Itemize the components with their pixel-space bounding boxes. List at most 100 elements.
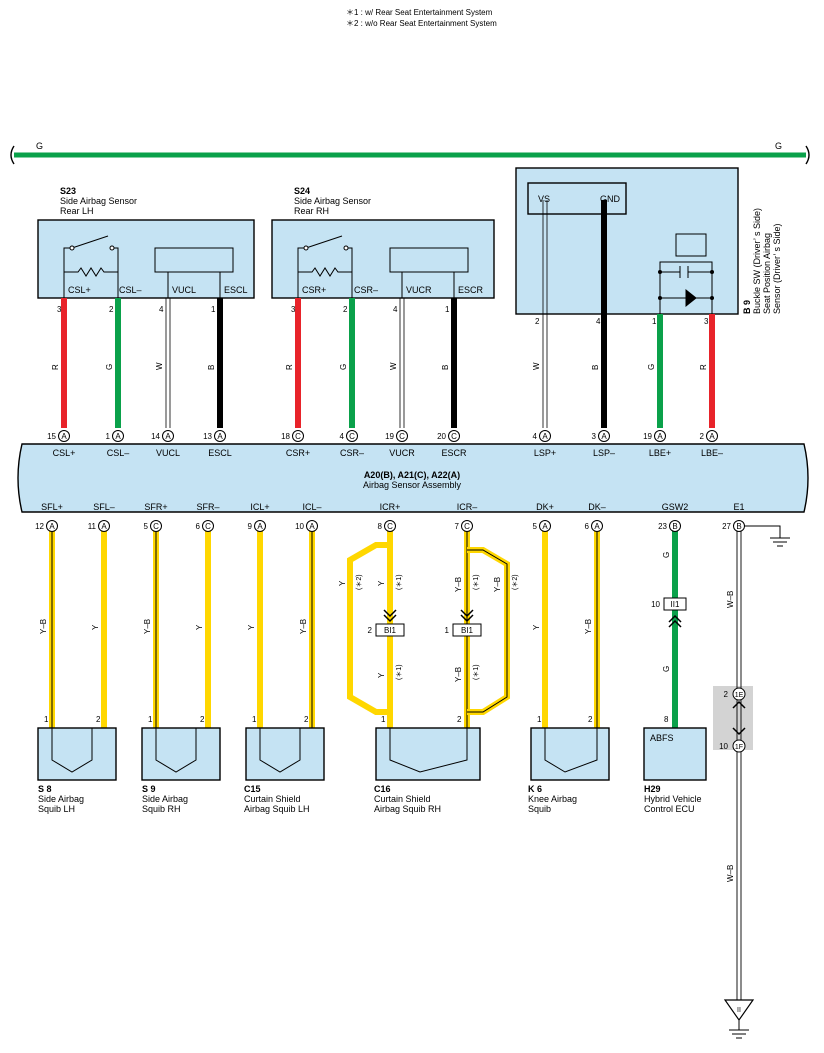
tl-3: VUCL	[156, 448, 180, 458]
wire-label-escl: B	[207, 365, 216, 370]
bi1-pin-left: 2	[368, 626, 373, 635]
h29-code: H29	[644, 784, 661, 794]
bn-12: 27	[722, 522, 731, 531]
wire-label-vucr: W	[389, 362, 398, 370]
wire-label-vucl: W	[155, 362, 164, 370]
c16-code: C16	[374, 784, 391, 794]
wl-sfr-minus: Y	[195, 624, 204, 630]
tc-3: A	[165, 432, 171, 441]
wl-icr-minus: Y–B	[454, 577, 463, 592]
tn-4: 13	[203, 432, 212, 441]
h29-name2: Control ECU	[644, 804, 695, 814]
bc-5: A	[257, 522, 263, 531]
wl-dk-plus: Y	[532, 624, 541, 630]
s8-name1: Side Airbag	[38, 794, 84, 804]
b9-num-3: 1	[652, 317, 657, 326]
mark-icr-minus-s2: (＊2)	[512, 574, 519, 590]
tn-8: 20	[437, 432, 446, 441]
bl-1: SFL+	[41, 502, 63, 512]
c15-name1: Curtain Shield	[244, 794, 301, 804]
b9-vs: VS	[538, 194, 550, 204]
tn-11: 19	[643, 432, 652, 441]
tc-7: C	[399, 432, 405, 441]
b9-num-2: 4	[596, 317, 601, 326]
tl-1: CSL+	[53, 448, 76, 458]
ie-bot-num: 10	[719, 742, 728, 751]
bn-1: 12	[35, 522, 44, 531]
bl-8: ICR–	[457, 502, 478, 512]
sensor-s24: S24 Side Airbag Sensor Rear RH CSR+ CSR–…	[271, 186, 495, 299]
tc-6: C	[349, 432, 355, 441]
s24-name2: Rear RH	[294, 206, 329, 216]
top-terminal-labels: CSL+ CSL– VUCL ESCL CSR+ CSR– VUCR ESCR …	[53, 448, 723, 458]
bus-label-right: G	[775, 141, 782, 151]
s24-name1: Side Airbag Sensor	[294, 196, 371, 206]
bn-8: 7	[455, 522, 460, 531]
note-1: ＊1 : w/ Rear Seat Entertainment System	[346, 8, 493, 17]
bl-6: ICL–	[302, 502, 321, 512]
ie-top-label: 1E	[735, 692, 744, 699]
bc-12: B	[736, 522, 741, 531]
s23-num-4: 1	[211, 305, 216, 314]
bi1-connectors: BI1 2 BI1 1	[368, 609, 482, 637]
ii1-pin: 10	[651, 600, 660, 609]
k6-name1: Knee Airbag	[528, 794, 577, 804]
s8-p1: 1	[44, 715, 49, 724]
h29-inner: ABFS	[650, 733, 674, 743]
c16-p1: 1	[381, 715, 386, 724]
s8-code: S 8	[38, 784, 52, 794]
bc-9: A	[542, 522, 548, 531]
bn-2: 11	[88, 522, 97, 531]
component-c15: 1 2 C15 Curtain Shield Airbag Squib LH	[244, 715, 325, 814]
s8-p2: 2	[96, 715, 101, 724]
bi1-pin-right: 1	[445, 626, 450, 635]
k6-name2: Squib	[528, 804, 551, 814]
tl-5: CSR+	[286, 448, 310, 458]
tn-6: 4	[340, 432, 345, 441]
lower-wire-labels: Y–B Y Y–B Y Y Y–B Y (＊2) Y (＊1) Y (＊1) Y…	[39, 552, 735, 882]
h29-name1: Hybrid Vehicle	[644, 794, 702, 804]
c16-name2: Airbag Squib RH	[374, 804, 441, 814]
wire-label-csl-minus: G	[105, 364, 114, 370]
tn-3: 14	[151, 432, 160, 441]
s24-pin-escr: ESCR	[458, 285, 484, 295]
upper-wire-labels: R G W B R G W B W B G R	[51, 362, 708, 370]
bc-1: A	[49, 522, 55, 531]
bc-2: A	[101, 522, 107, 531]
ground-bus: G G	[10, 141, 810, 165]
bc-3: C	[153, 522, 159, 531]
mark-icr-plus-lo: (＊1)	[396, 664, 403, 680]
wire-label-csl-plus: R	[51, 364, 60, 370]
bn-3: 5	[144, 522, 149, 531]
bi1-label-right: BI1	[461, 626, 474, 635]
wire-label-csr-plus: R	[285, 364, 294, 370]
bottom-connectors: A12 A11 C5 C6 A9 A10 C8 C7 A5 A6 B23 B27	[35, 520, 745, 532]
wire-label-lsp-minus: B	[591, 365, 600, 370]
tl-8: ESCR	[441, 448, 467, 458]
s24-num-3: 4	[393, 305, 398, 314]
tc-10: A	[601, 432, 607, 441]
bc-10: A	[594, 522, 600, 531]
s23-num-2: 2	[109, 305, 114, 314]
tn-9: 4	[533, 432, 538, 441]
tn-5: 18	[281, 432, 290, 441]
ground-symbol	[745, 525, 790, 547]
tc-1: A	[61, 432, 67, 441]
wl-e1-up: W–B	[726, 591, 735, 608]
assembly-name: Airbag Sensor Assembly	[363, 480, 462, 490]
k6-p2: 2	[588, 715, 593, 724]
s23-name2: Rear LH	[60, 206, 94, 216]
assembly-code: A20(B), A21(C), A22(A)	[364, 470, 460, 480]
tn-12: 2	[700, 432, 705, 441]
s9-name1: Side Airbag	[142, 794, 188, 804]
s24-num-4: 1	[445, 305, 450, 314]
ii1-label: II1	[671, 600, 680, 609]
b9-name1: Buckle SW (Driver’ s Side)	[752, 208, 762, 314]
s24-pin-csr-minus: CSR–	[354, 285, 378, 295]
s23-name1: Side Airbag Sensor	[60, 196, 137, 206]
note-2: ＊2 : w/o Rear Seat Entertainment System	[346, 19, 497, 28]
tn-2: 1	[106, 432, 111, 441]
bc-7: C	[387, 522, 393, 531]
s24-pin-vucr: VUCR	[406, 285, 432, 295]
bn-11: 23	[658, 522, 667, 531]
